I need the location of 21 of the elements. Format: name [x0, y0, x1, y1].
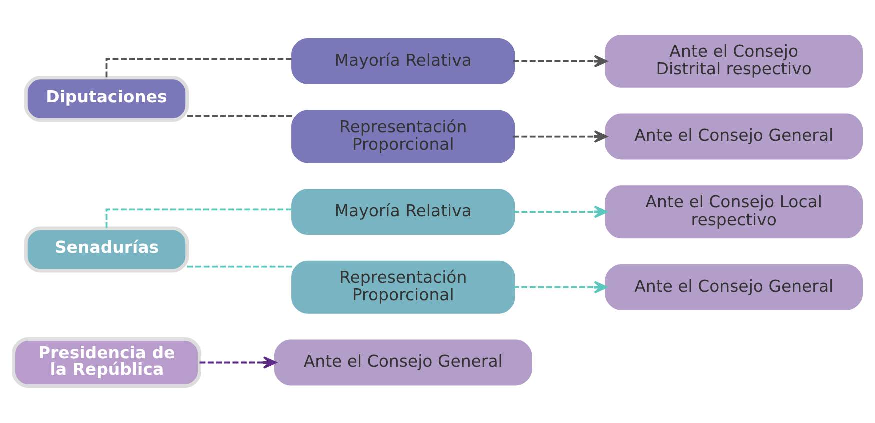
connector [187, 115, 294, 118]
arrow [200, 356, 277, 369]
arrow [514, 206, 608, 218]
node-box: Senadurías [24, 226, 190, 273]
node-box: Mayoría Relativa [292, 189, 516, 236]
arrow [514, 281, 608, 294]
node-box: Diputaciones [24, 76, 190, 122]
node-box: Presidencia de la República [12, 337, 202, 388]
arrow [514, 130, 608, 143]
node-box: Ante el Consejo General [605, 114, 863, 160]
connector [106, 208, 293, 228]
node-box: Ante el Consejo General [605, 264, 863, 310]
node-box: Representación Proporcional [292, 110, 516, 164]
node-box: Representación Proporcional [292, 260, 516, 314]
connector [106, 58, 293, 78]
node-box: Ante el Consejo Distrital respectivo [605, 34, 863, 88]
connector [187, 266, 294, 268]
node-box: Mayoría Relativa [292, 38, 516, 84]
node-box: Ante el Consejo General [274, 340, 532, 386]
arrow [514, 55, 608, 68]
node-box: Ante el Consejo Local respectivo [605, 186, 863, 239]
